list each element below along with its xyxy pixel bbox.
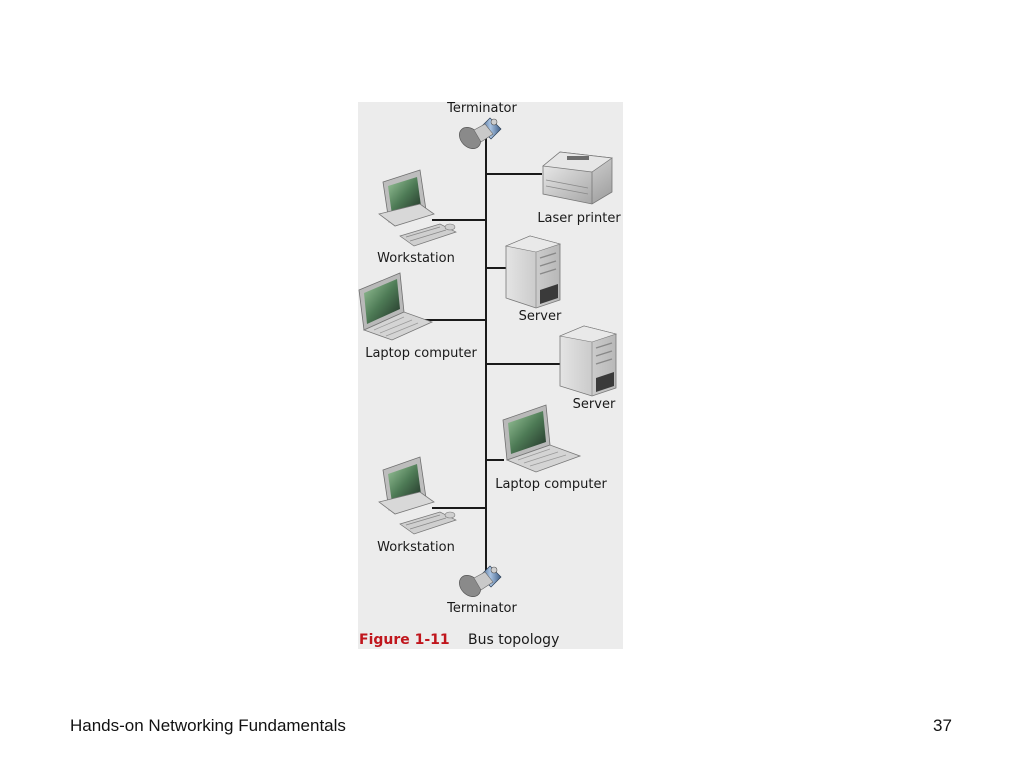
terminator-icon xyxy=(459,565,502,597)
figure-caption-text: Bus topology xyxy=(468,632,559,648)
terminator-top-label: Terminator xyxy=(446,101,517,116)
bus-cable xyxy=(424,132,560,572)
laptop-icon xyxy=(358,272,434,341)
laptop-2-label: Laptop computer xyxy=(495,477,607,492)
footer-title: Hands-on Networking Fundamentals xyxy=(70,716,346,735)
server-icon xyxy=(558,325,618,397)
laptop-1-label: Laptop computer xyxy=(365,346,477,361)
laser-printer-label: Laser printer xyxy=(537,211,621,226)
server-1-label: Server xyxy=(519,309,562,324)
server-2-label: Server xyxy=(573,397,616,412)
terminator-bottom-label: Terminator xyxy=(446,601,517,616)
page-number: 37 xyxy=(933,716,952,735)
workstation-2-label: Workstation xyxy=(377,540,455,555)
laser-printer-icon xyxy=(542,151,613,205)
terminator-icon xyxy=(459,117,502,149)
figure-caption-number: Figure 1-11 xyxy=(359,632,450,648)
workstation-icon xyxy=(378,169,457,247)
laptop-icon xyxy=(502,404,582,473)
workstation-icon xyxy=(378,456,457,535)
server-icon xyxy=(504,235,562,309)
workstation-1-label: Workstation xyxy=(377,251,455,266)
